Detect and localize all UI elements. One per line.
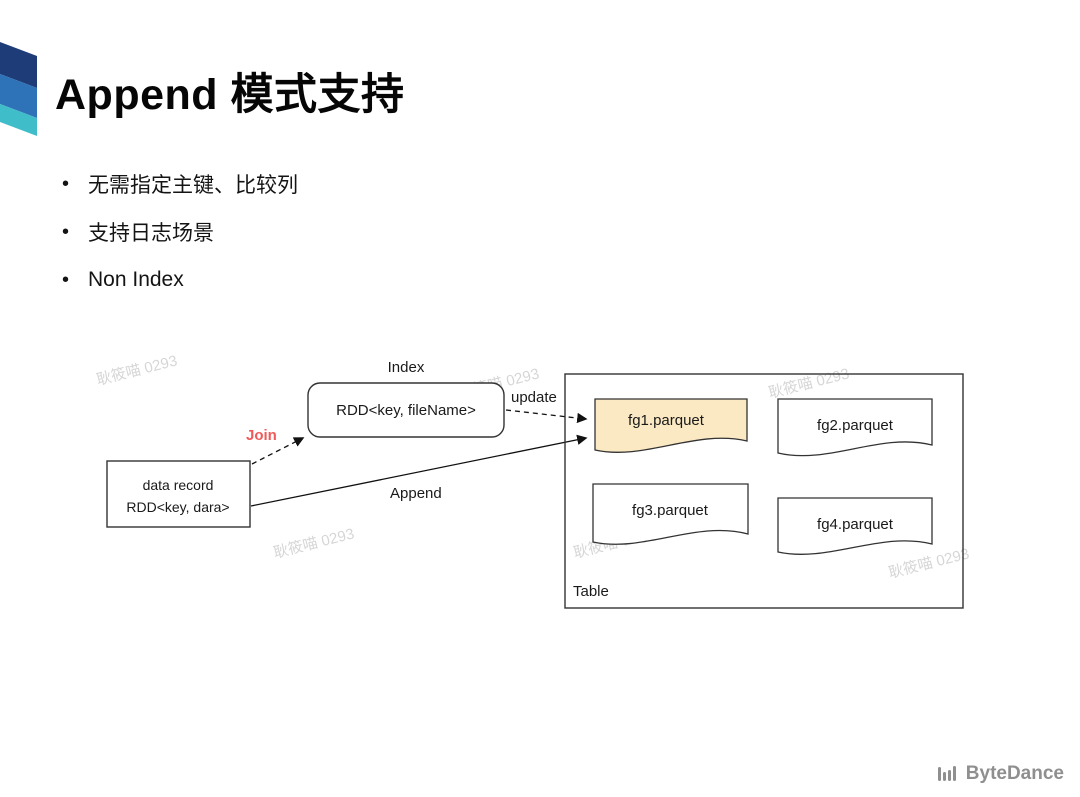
ribbon-segment-navy: [0, 42, 37, 88]
index-node-label: RDD<key, fileName>: [336, 402, 476, 419]
table-container-box: [564, 373, 964, 609]
data-record-box: [106, 460, 251, 528]
page-title: Append 模式支持: [55, 71, 405, 119]
bullet-item-non-index: Non Index: [62, 256, 298, 304]
file-document-fg4: [777, 497, 933, 555]
bytedance-logo-icon: [937, 766, 956, 781]
file-document-fg2: [777, 398, 933, 457]
bytedance-brand-text: ByteDance: [965, 763, 1064, 784]
join-label: Join: [246, 427, 277, 444]
file-label-fg1: fg1.parquet: [628, 412, 705, 429]
file-label-fg4: fg4.parquet: [817, 516, 894, 533]
watermark-text: 耿筱喵 0293: [767, 365, 851, 401]
data-record-line1: data record: [143, 477, 214, 493]
footer-brand: ByteDance: [937, 763, 1064, 785]
watermark-text: 耿筱喵 0293: [272, 525, 356, 561]
ribbon-segment-blue: [0, 74, 37, 118]
bullet-label: 支持日志场景: [88, 222, 214, 245]
append-label: Append: [390, 485, 442, 502]
watermark-text: 耿筱喵 0293: [95, 352, 179, 388]
append-arrow: [250, 434, 588, 507]
corner-ribbon-decoration: [0, 42, 37, 136]
data-record-line2: RDD<key, dara>: [126, 499, 229, 515]
join-dashed-arrow: [251, 437, 305, 465]
index-node-box: [307, 382, 505, 438]
bullet-label: 无需指定主键、比较列: [88, 174, 298, 197]
bullet-item-primary-key: 无需指定主键、比较列: [62, 160, 298, 208]
index-label: Index: [388, 359, 425, 376]
logo-bars: [937, 766, 956, 781]
file-label-fg2: fg2.parquet: [817, 417, 894, 434]
file-document-fg3: [592, 483, 749, 545]
file-document-fg1: [594, 398, 748, 453]
update-label: update: [511, 389, 557, 406]
update-dashed-arrow: [505, 409, 588, 424]
bullet-list: 无需指定主键、比较列 支持日志场景 Non Index: [62, 160, 298, 304]
ribbon-segment-teal: [0, 104, 37, 136]
table-label: Table: [573, 583, 609, 600]
watermark-text: 耿筱喵 0293: [887, 545, 971, 581]
bullet-label: Non Index: [88, 268, 184, 291]
bullet-item-log-scenario: 支持日志场景: [62, 208, 298, 256]
file-label-fg3: fg3.parquet: [632, 502, 709, 519]
